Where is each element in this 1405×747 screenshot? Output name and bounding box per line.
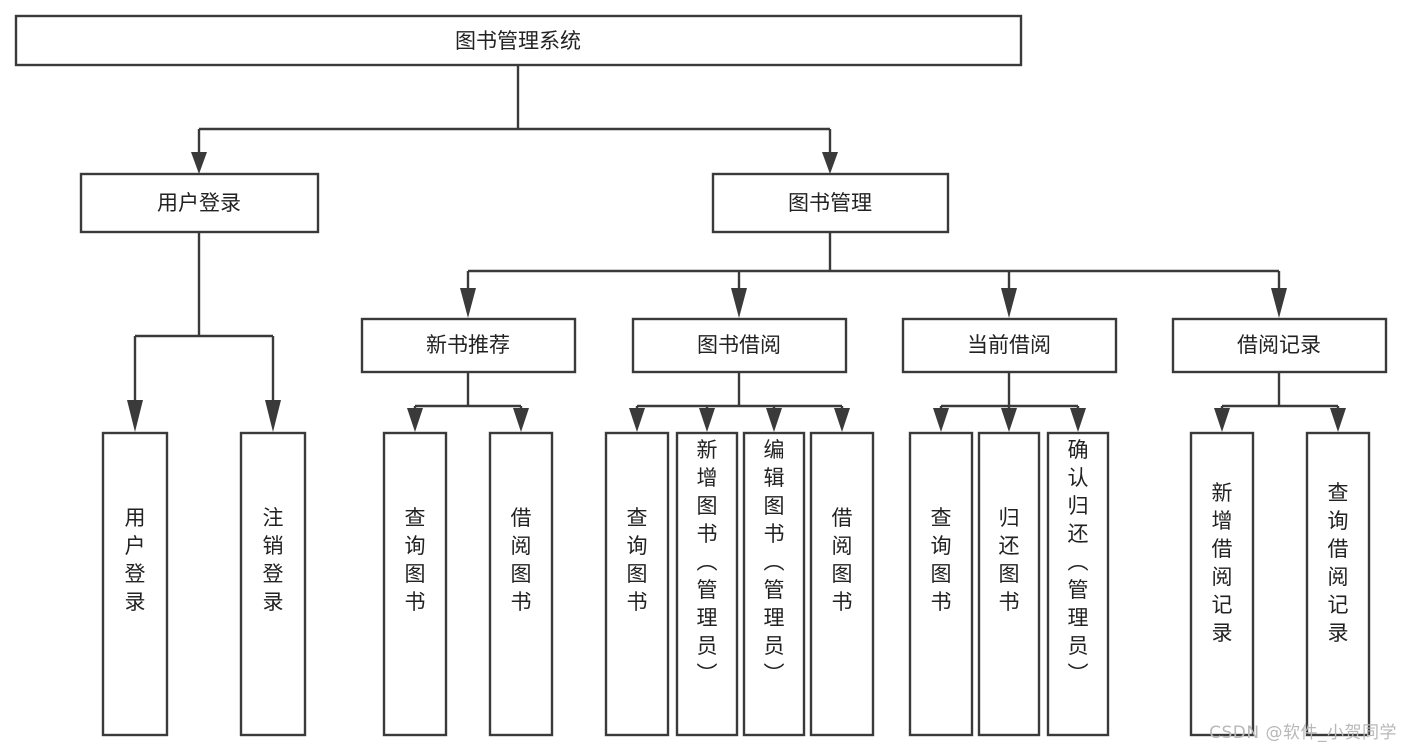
node-leaf-user-logout[interactable]: 注销登录 bbox=[239, 431, 307, 737]
arrow-head-query-book-3 bbox=[933, 408, 949, 432]
arrow-head-book-borrow bbox=[731, 288, 747, 318]
node-leaf-query-book-1-label: 查询图书 bbox=[405, 506, 426, 614]
node-root-box[interactable] bbox=[14, 14, 1023, 67]
node-leaf-add-record[interactable]: 新增借阅记录 bbox=[1189, 431, 1255, 737]
node-borrow-record[interactable]: 借阅记录 bbox=[1171, 317, 1388, 374]
node-leaf-query-book-3-box[interactable] bbox=[908, 431, 974, 737]
node-leaf-borrow-book-1-box[interactable] bbox=[488, 431, 554, 737]
node-leaf-return-book-label: 归还图书 bbox=[999, 506, 1020, 614]
node-borrow-record-box[interactable] bbox=[1171, 317, 1388, 374]
node-leaf-edit-book[interactable]: 编辑图书︵管理员︶ bbox=[742, 431, 806, 737]
node-root[interactable]: 图书管理系统 bbox=[14, 14, 1023, 67]
arrow-head-book-manage bbox=[822, 152, 838, 174]
node-leaf-query-book-3-label: 查询图书 bbox=[931, 506, 952, 614]
node-leaf-edit-book-label: 编辑图书︵管理员︶ bbox=[764, 438, 785, 686]
node-leaf-user-logout-box[interactable] bbox=[239, 431, 307, 737]
node-leaf-borrow-book-1[interactable]: 借阅图书 bbox=[488, 431, 554, 737]
arrow-head-new-book-recommend bbox=[460, 288, 476, 318]
node-leaf-user-logout-label: 注销登录 bbox=[263, 506, 284, 614]
node-book-manage-label: 图书管理 bbox=[788, 191, 872, 215]
arrow-head-borrow-record bbox=[1271, 288, 1287, 318]
node-user-login-box[interactable] bbox=[79, 172, 320, 234]
node-leaf-query-book-2[interactable]: 查询图书 bbox=[604, 431, 670, 737]
arrow-head-edit-book bbox=[766, 408, 782, 432]
node-leaf-query-book-3[interactable]: 查询图书 bbox=[908, 431, 974, 737]
node-leaf-user-login-label: 用户登录 bbox=[125, 506, 146, 614]
node-leaf-query-book-1[interactable]: 查询图书 bbox=[382, 431, 448, 737]
node-book-manage[interactable]: 图书管理 bbox=[711, 172, 950, 234]
arrow-head-user-login bbox=[191, 152, 207, 174]
arrow-head-current-borrow bbox=[1001, 288, 1017, 318]
node-leaf-confirm-return-label: 确认归还︵管理员︶ bbox=[1068, 438, 1089, 686]
node-book-borrow-label: 图书借阅 bbox=[697, 333, 781, 357]
node-current-borrow-box[interactable] bbox=[901, 317, 1118, 374]
node-leaf-user-login-box[interactable] bbox=[101, 431, 169, 737]
node-book-borrow-box[interactable] bbox=[631, 317, 848, 374]
node-new-book-recommend-box[interactable] bbox=[360, 317, 577, 374]
node-user-login-label: 用户登录 bbox=[157, 191, 241, 215]
node-leaf-add-book[interactable]: 新增图书︵管理员︶ bbox=[675, 431, 739, 737]
arrow-head-query-record bbox=[1330, 408, 1346, 432]
node-leaf-return-book-box[interactable] bbox=[977, 431, 1041, 737]
node-book-manage-box[interactable] bbox=[711, 172, 950, 234]
node-current-borrow[interactable]: 当前借阅 bbox=[901, 317, 1118, 374]
node-leaf-user-login[interactable]: 用户登录 bbox=[101, 431, 169, 737]
node-leaf-borrow-book-1-label: 借阅图书 bbox=[511, 506, 532, 614]
node-leaf-add-record-box[interactable] bbox=[1189, 431, 1255, 737]
node-leaf-query-book-2-box[interactable] bbox=[604, 431, 670, 737]
node-current-borrow-label: 当前借阅 bbox=[967, 333, 1051, 357]
node-book-borrow[interactable]: 图书借阅 bbox=[631, 317, 848, 374]
node-leaf-borrow-book-2[interactable]: 借阅图书 bbox=[809, 431, 875, 737]
node-leaf-edit-book-box[interactable] bbox=[742, 431, 806, 737]
arrow-head-query-book-1 bbox=[407, 408, 423, 432]
connectors-layer bbox=[127, 65, 1346, 432]
arrow-head-return-book bbox=[1001, 408, 1017, 432]
node-new-book-recommend-label: 新书推荐 bbox=[426, 333, 510, 357]
node-leaf-query-book-1-box[interactable] bbox=[382, 431, 448, 737]
node-new-book-recommend[interactable]: 新书推荐 bbox=[360, 317, 577, 374]
arrow-head-leaf-user-logout bbox=[265, 400, 281, 432]
node-leaf-query-book-2-label: 查询图书 bbox=[627, 506, 648, 614]
node-leaf-return-book[interactable]: 归还图书 bbox=[977, 431, 1041, 737]
node-user-login[interactable]: 用户登录 bbox=[79, 172, 320, 234]
arrow-head-borrow-book-1 bbox=[513, 408, 529, 432]
node-leaf-query-record[interactable]: 查询借阅记录 bbox=[1305, 431, 1371, 737]
node-leaf-borrow-book-2-label: 借阅图书 bbox=[832, 506, 853, 614]
node-leaf-borrow-book-2-box[interactable] bbox=[809, 431, 875, 737]
node-leaf-query-record-label: 查询借阅记录 bbox=[1328, 481, 1349, 645]
arrow-head-borrow-book-2 bbox=[834, 408, 850, 432]
node-borrow-record-label: 借阅记录 bbox=[1237, 333, 1321, 357]
arrow-head-add-book bbox=[699, 408, 715, 432]
node-leaf-confirm-return-box[interactable] bbox=[1046, 431, 1110, 737]
arrow-head-add-record bbox=[1214, 408, 1230, 432]
node-leaf-add-book-label: 新增图书︵管理员︶ bbox=[697, 438, 718, 686]
node-leaf-add-book-box[interactable] bbox=[675, 431, 739, 737]
arrow-head-confirm-return bbox=[1070, 408, 1086, 432]
arrow-head-query-book-2 bbox=[629, 408, 645, 432]
node-leaf-add-record-label: 新增借阅记录 bbox=[1212, 481, 1233, 645]
node-leaf-confirm-return[interactable]: 确认归还︵管理员︶ bbox=[1046, 431, 1110, 737]
arrow-head-leaf-user-login bbox=[127, 400, 143, 432]
node-leaf-query-record-box[interactable] bbox=[1305, 431, 1371, 737]
node-root-label: 图书管理系统 bbox=[455, 29, 581, 53]
